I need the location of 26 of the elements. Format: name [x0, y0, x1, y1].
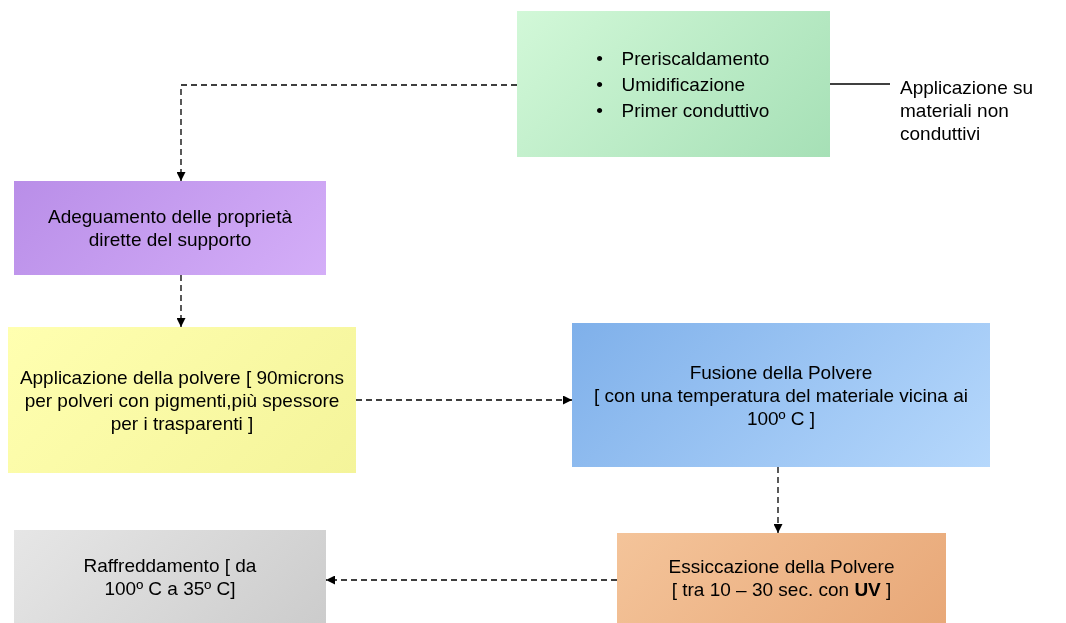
process-box — [8, 327, 356, 473]
arrow — [176, 84, 518, 182]
arrow — [176, 274, 186, 328]
box-text: Adeguamento delle proprietà dirette del supporto — [47, 205, 293, 251]
process-box — [14, 530, 326, 623]
box-text: Essiccazione della Polvere — [668, 555, 895, 578]
bullet: • — [595, 72, 604, 96]
process-box — [517, 11, 830, 157]
arrow — [325, 575, 618, 585]
list-item: Preriscaldamento — [621, 46, 770, 70]
box-text: [ tra 10 – 30 sec. con UV ] — [671, 578, 892, 601]
process-box — [617, 533, 946, 623]
list-item: Primer conduttivo — [621, 98, 770, 122]
bullet: • — [595, 98, 604, 122]
box-text: Fusione della Polvere — [689, 360, 873, 384]
process-box — [14, 181, 326, 275]
box-text: Raffreddamento [ da 100º C a 35º C] — [82, 553, 258, 600]
connector-line — [829, 83, 891, 85]
arrow — [355, 395, 573, 405]
note-text: Applicazione su materiali non conduttivi — [900, 76, 1035, 145]
box-text: Applicazione della polvere [ 90microns per polveri con pigmenti,più spessore per i trasparenti ] — [18, 365, 346, 435]
box-text: [ con una temperatura del materiale vicina ai 100º C ] — [593, 383, 969, 430]
bullet: • — [595, 46, 604, 70]
list-item: Umidificazione — [621, 72, 746, 96]
process-box — [572, 323, 990, 467]
arrow — [773, 466, 783, 534]
